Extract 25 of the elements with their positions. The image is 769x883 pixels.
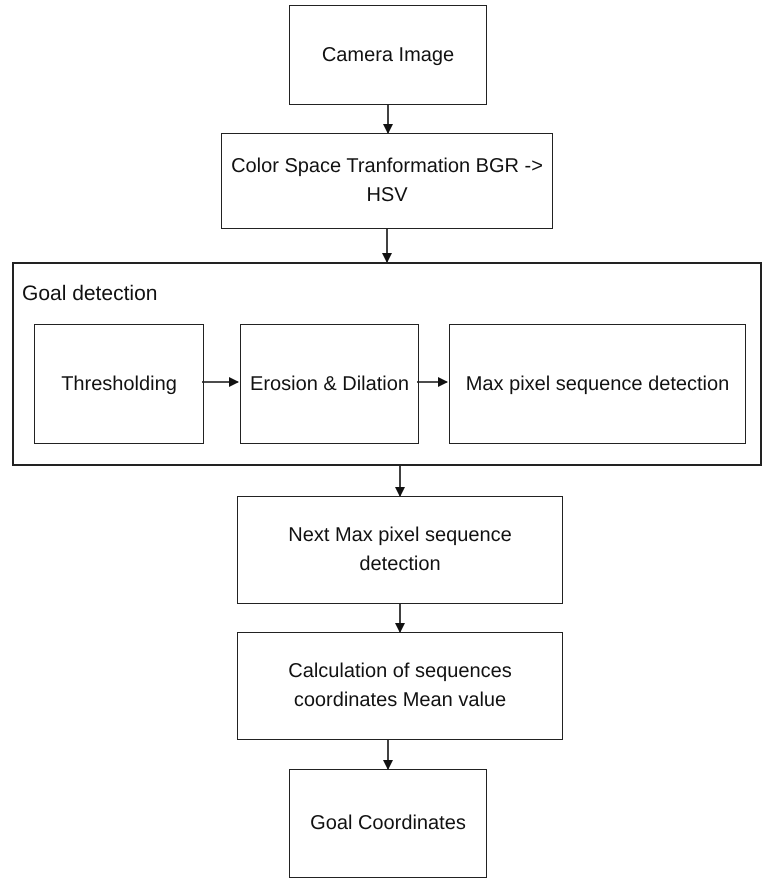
box-label: Erosion & Dilation	[250, 372, 409, 396]
group-title: Goal detection	[22, 281, 158, 307]
process-box	[449, 324, 746, 444]
process-box	[237, 632, 563, 740]
box-label: Calculation of sequences coordinates Mean value	[287, 659, 513, 713]
arrow	[417, 377, 448, 387]
process-box	[221, 133, 553, 229]
arrow	[383, 105, 393, 134]
arrow	[395, 466, 405, 497]
arrow	[395, 604, 405, 633]
group-box	[12, 262, 762, 466]
process-box	[237, 496, 563, 604]
box-label: Thresholding	[61, 372, 177, 396]
arrow	[382, 229, 392, 263]
process-box	[240, 324, 419, 444]
arrow	[383, 740, 393, 770]
process-box	[34, 324, 204, 444]
process-box	[289, 769, 487, 878]
box-label: Color Space Tranformation BGR -> HSV	[230, 154, 544, 208]
arrow	[202, 377, 239, 387]
box-label: Camera Image	[322, 42, 454, 68]
box-label: Max pixel sequence detection	[466, 372, 730, 396]
process-box	[289, 5, 487, 105]
box-label: Next Max pixel sequence detection	[287, 523, 513, 577]
box-label: Goal Coordinates	[310, 811, 466, 836]
